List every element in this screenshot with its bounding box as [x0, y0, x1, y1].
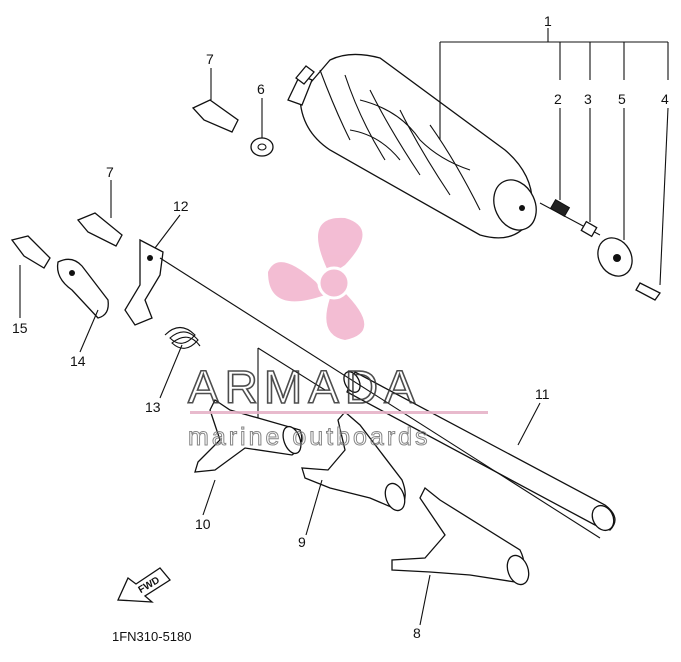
stopper-assembly — [56, 238, 201, 349]
callout-7-upper: 7 — [206, 51, 214, 67]
callout-3: 3 — [584, 91, 592, 107]
propeller-icon — [268, 217, 365, 340]
callout-12: 12 — [173, 198, 189, 214]
callout-4: 4 — [661, 91, 669, 107]
callout-15: 15 — [12, 320, 28, 336]
callout-6: 6 — [257, 81, 265, 97]
callout-7-lower: 7 — [106, 164, 114, 180]
watermark-tagline: marine outboards — [188, 423, 431, 451]
drawing-code: 1FN310-5180 — [112, 629, 192, 644]
fwd-arrow: FWD — [117, 567, 171, 603]
callout-13: 13 — [145, 399, 161, 415]
callout-11: 11 — [535, 386, 550, 402]
callout-2: 2 — [554, 91, 562, 107]
callout-9: 9 — [298, 534, 306, 550]
shift-drum — [287, 53, 537, 239]
callout-8: 8 — [413, 625, 421, 641]
callout-14: 14 — [70, 353, 86, 369]
callout-5: 5 — [618, 91, 626, 107]
watermark-brand: ARMADA — [188, 361, 421, 413]
leader-lines — [19, 28, 669, 626]
drum-end-parts — [539, 198, 661, 301]
watermark-divider — [190, 411, 488, 414]
callout-numbers: 1 2 3 5 4 7 6 7 12 15 14 13 11 10 9 8 — [12, 13, 669, 641]
armada-watermark: ARMADA marine outboards — [187, 217, 488, 452]
shift-forks — [194, 399, 530, 586]
callout-10: 10 — [195, 516, 211, 532]
callout-1: 1 — [544, 13, 552, 29]
bolts — [10, 99, 274, 269]
